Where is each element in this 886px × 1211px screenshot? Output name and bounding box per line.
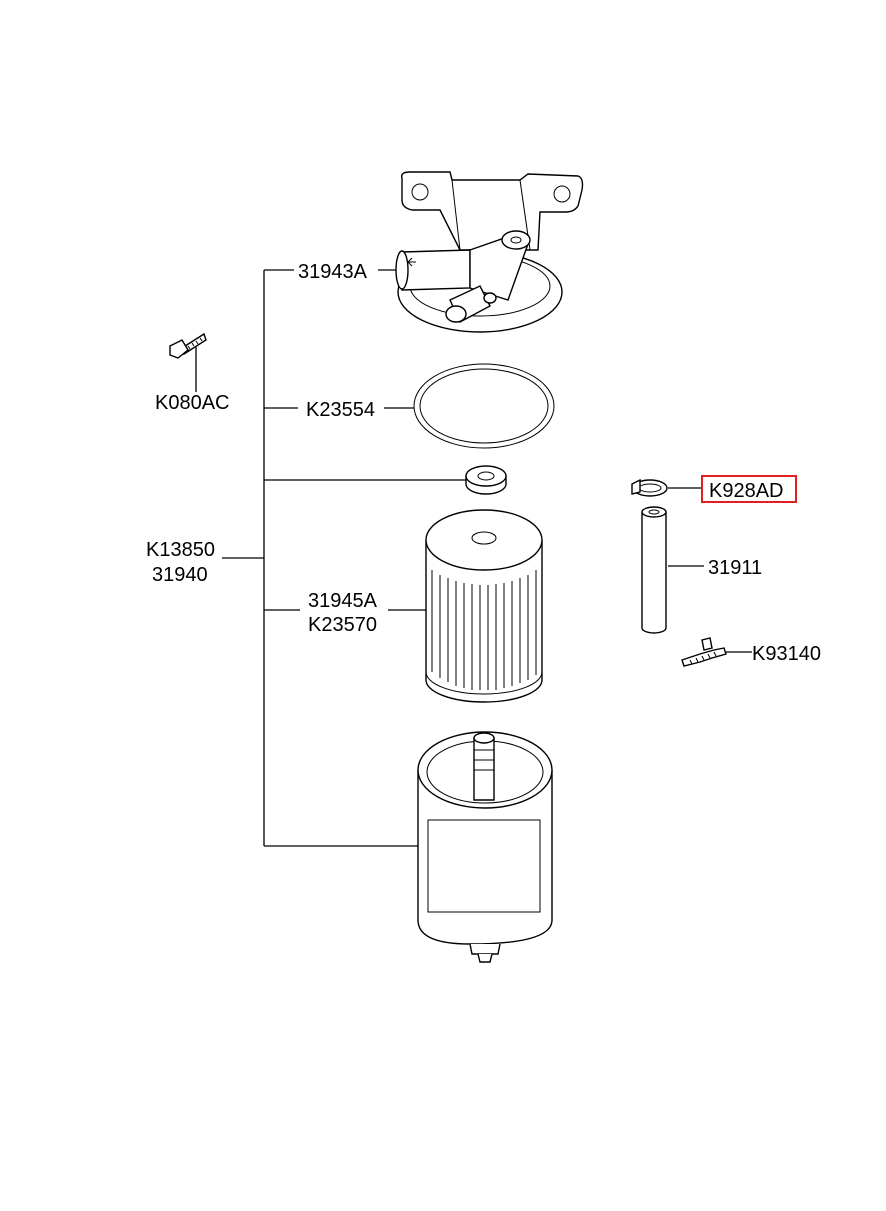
part-labels: 31943A K080AC K23554 K13850 31940 31945A… (146, 261, 821, 665)
oring-part (413, 363, 555, 449)
highlight-box (701, 475, 797, 503)
bolt-part (169, 332, 207, 359)
filter-bowl-part (417, 731, 553, 963)
label-31940: 31940 (152, 564, 208, 586)
label-31911: 31911 (708, 557, 762, 579)
label-31943a: 31943A (298, 261, 368, 283)
label-k23570: K23570 (308, 614, 377, 636)
hose-part (641, 506, 667, 634)
filter-element-part (425, 509, 543, 703)
label-k928ad[interactable]: K928AD (709, 480, 784, 502)
band-clip-part (681, 637, 727, 667)
hose-clamp-part (631, 478, 668, 497)
label-31945a: 31945A (308, 590, 378, 612)
filter-housing-part (395, 171, 584, 333)
label-k23554: K23554 (306, 399, 375, 421)
label-k93140: K93140 (752, 643, 821, 665)
label-k080ac: K080AC (155, 392, 230, 414)
label-k13850: K13850 (146, 539, 215, 561)
seal-washer-part (465, 465, 507, 495)
leader-lines (195, 269, 752, 847)
